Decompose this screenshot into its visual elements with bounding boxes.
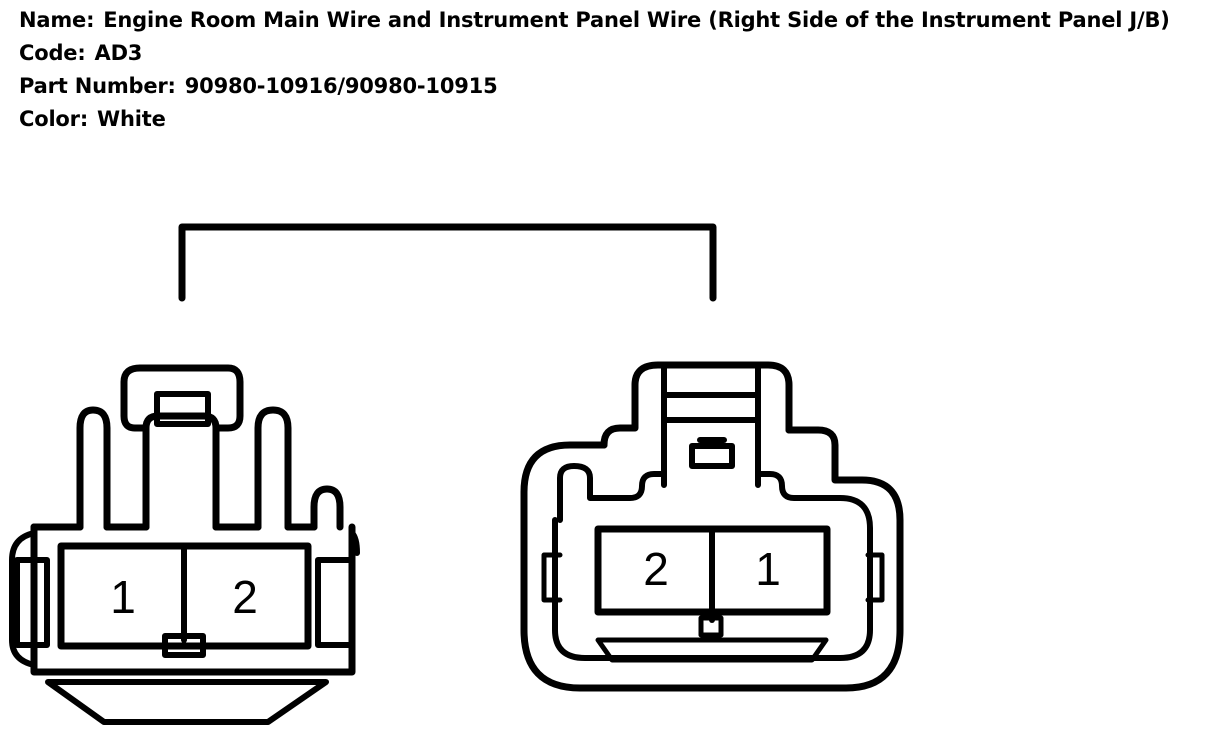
right-pin-number: 1 bbox=[755, 543, 781, 595]
right-key-tab bbox=[698, 615, 724, 638]
right-latch-frame bbox=[661, 365, 761, 488]
left-lock-arm bbox=[120, 364, 244, 432]
left-connector bbox=[9, 364, 360, 725]
code-label: Code: bbox=[19, 41, 86, 65]
name-label: Name: bbox=[19, 8, 95, 32]
left-lock-tower bbox=[142, 412, 220, 531]
name-row: Name: Engine Room Main Wire and Instrumen… bbox=[19, 4, 1211, 37]
color-value: White bbox=[97, 107, 166, 131]
connector-info: Name: Engine Room Main Wire and Instrumen… bbox=[19, 4, 1211, 136]
left-guide-post-side bbox=[310, 485, 344, 531]
right-latch-ribs bbox=[661, 392, 761, 423]
left-key-tab bbox=[162, 633, 206, 658]
left-side-latch-right bbox=[315, 557, 355, 648]
part-number-value: 90980-10916/90980-10915 bbox=[184, 74, 498, 98]
left-shell-left bbox=[9, 530, 37, 668]
right-connector-housing bbox=[520, 426, 904, 692]
left-shell-right-top bbox=[349, 530, 360, 556]
right-lock-tab bbox=[689, 443, 735, 469]
name-value: Engine Room Main Wire and Instrument Pan… bbox=[103, 8, 1170, 32]
part-number-row: Part Number: 90980-10916/90980-10915 bbox=[19, 70, 1211, 103]
left-guide-post-right bbox=[254, 406, 292, 531]
left-side-latch-left bbox=[14, 557, 50, 648]
right-connector bbox=[520, 361, 904, 692]
right-side-guide-right bbox=[865, 552, 885, 603]
color-row: Color: White bbox=[19, 103, 1211, 136]
right-inner-wall bbox=[552, 463, 873, 661]
code-value: AD3 bbox=[94, 41, 143, 65]
right-pin-number: 2 bbox=[643, 543, 669, 595]
right-latch-housing bbox=[600, 361, 793, 449]
part-number-label: Part Number: bbox=[19, 74, 176, 98]
left-pin-number: 2 bbox=[232, 571, 258, 623]
right-side-guide-left bbox=[541, 552, 563, 603]
left-lock-tab bbox=[154, 391, 211, 427]
left-bottom-skirt bbox=[45, 679, 329, 725]
left-guide-post-left bbox=[76, 406, 111, 531]
right-bottom-rail bbox=[595, 637, 829, 663]
color-label: Color: bbox=[19, 107, 89, 131]
left-pin-number: 1 bbox=[110, 571, 136, 623]
code-row: Code: AD3 bbox=[19, 37, 1211, 70]
mating-bracket bbox=[178, 223, 717, 302]
